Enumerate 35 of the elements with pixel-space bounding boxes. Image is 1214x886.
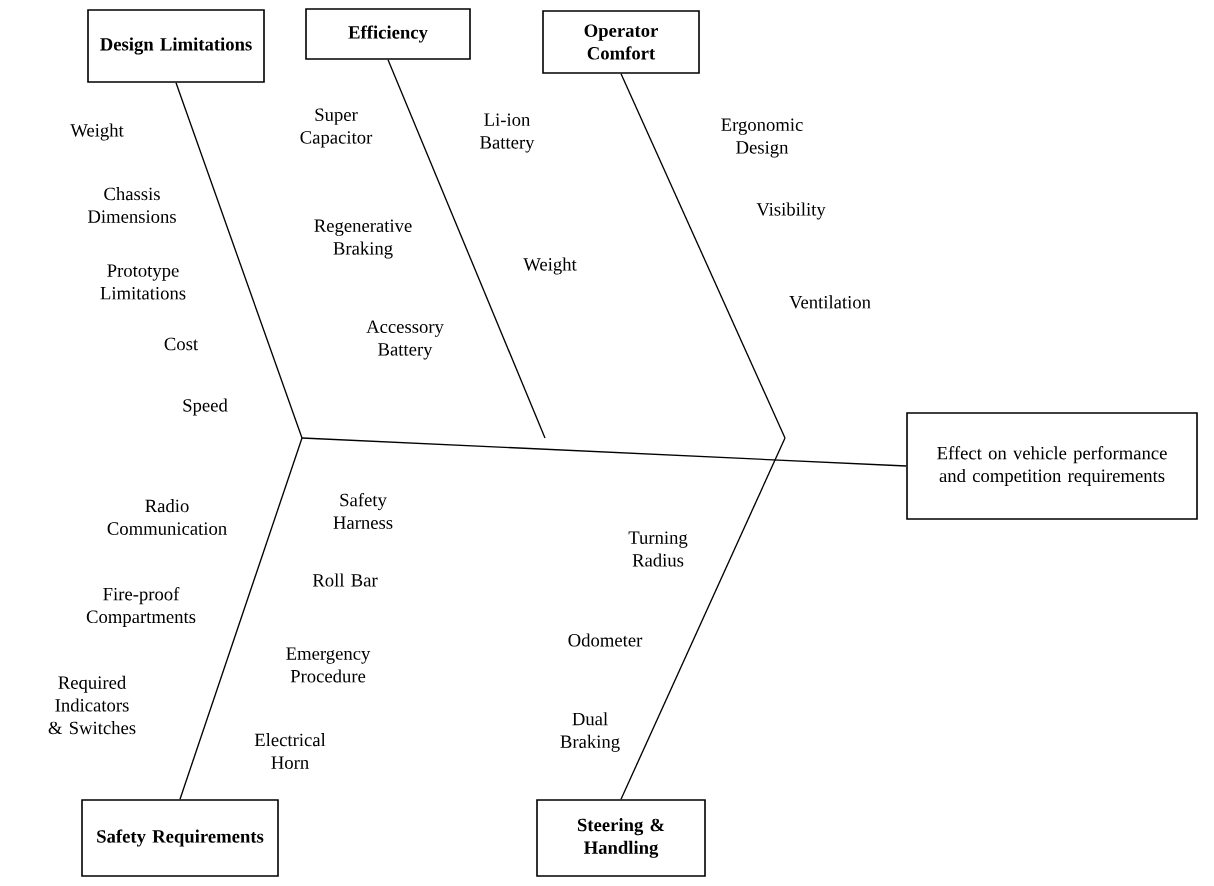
bone-line	[387, 59, 546, 439]
category-box: Efficiency	[305, 8, 471, 60]
cause-label: Li-ion Battery	[480, 113, 535, 153]
cause-label: Emergency Procedure	[286, 647, 371, 683]
bone-line	[175, 82, 303, 439]
cause-label: Weight	[523, 257, 577, 275]
cause-label: Prototype Limitations	[100, 264, 186, 300]
cause-label: Accessory Battery	[366, 320, 444, 360]
cause-label: Electrical Horn	[254, 733, 326, 769]
cause-label: Radio Communication	[107, 499, 227, 535]
category-box: Design Limitations	[87, 9, 265, 83]
cause-label: Dual Braking	[560, 712, 620, 752]
cause-label: Odometer	[568, 633, 643, 647]
bone-line	[620, 437, 786, 800]
bone-line	[620, 73, 786, 439]
cause-label: Chassis Dimensions	[87, 187, 176, 223]
cause-label: Weight	[70, 123, 124, 141]
cause-label: Ergonomic Design	[721, 118, 803, 158]
spine-line	[301, 437, 907, 467]
cause-label: Roll Bar	[312, 573, 378, 587]
cause-label: Safety Harness	[333, 493, 393, 529]
cause-label: Visibility	[756, 202, 826, 220]
category-box: Steering & Handling	[536, 799, 706, 877]
category-box: Operator Comfort	[542, 10, 700, 74]
cause-label: Ventilation	[789, 295, 871, 309]
bone-line	[179, 437, 303, 800]
category-box: Safety Requirements	[81, 799, 279, 877]
cause-label: Required Indicators & Switches	[48, 675, 136, 735]
cause-label: Speed	[183, 398, 228, 416]
cause-label: Regenerative Braking	[314, 219, 412, 259]
category-box: Effect on vehicle performance and competition requirements	[906, 412, 1198, 520]
cause-label: Super Capacitor	[300, 108, 373, 148]
cause-label: Cost	[164, 337, 198, 351]
cause-label: Turning Radius	[628, 531, 688, 567]
cause-label: Fire-proof Compartments	[86, 587, 196, 627]
